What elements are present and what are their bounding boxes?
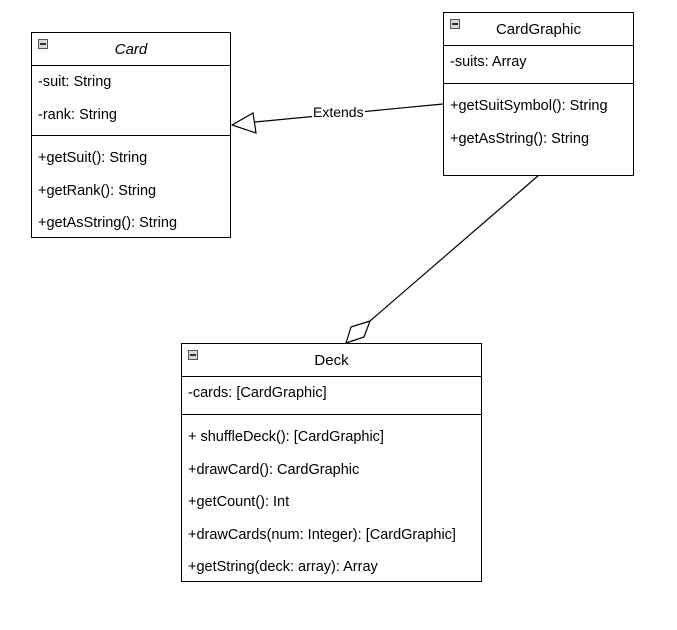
attribute-suit: -suit: String (38, 74, 112, 90)
class-cardgraphic-name: CardGraphic (495, 21, 582, 38)
method-getasstring: +getAsString(): String (450, 130, 590, 147)
class-deck[interactable]: Deck -cards: [CardGraphic] + shuffleDeck… (181, 343, 482, 582)
class-deck-name: Deck (314, 352, 349, 369)
collapse-icon[interactable] (38, 39, 48, 49)
class-cardgraphic-header: CardGraphic (444, 13, 633, 46)
method-drawcard: +drawCard(): CardGraphic (188, 461, 360, 478)
extends-label: Extends (312, 104, 365, 120)
class-deck-header: Deck (182, 344, 481, 377)
method-getsuit: +getSuit(): String (38, 150, 148, 166)
method-getsuitsymbol: +getSuitSymbol(): String (450, 98, 608, 114)
method-getstring: +getString(deck: array): Array (188, 559, 378, 575)
method-getasstring: +getAsString(): String (38, 215, 178, 231)
class-card[interactable]: Card -suit: String -rank: String +getSui… (31, 32, 231, 238)
class-deck-methods: + shuffleDeck(): [CardGraphic] +drawCard… (182, 415, 481, 584)
method-getrank: +getRank(): String (38, 182, 157, 199)
method-shuffledeck: + shuffleDeck(): [CardGraphic] (188, 429, 384, 445)
class-cardgraphic-methods: +getSuitSymbol(): String +getAsString():… (444, 84, 633, 155)
aggregation-line (369, 174, 540, 322)
attribute-cards: -cards: [CardGraphic] (188, 385, 327, 401)
collapse-icon[interactable] (450, 19, 460, 29)
aggregation-diamond (345, 320, 371, 344)
class-card-header: Card (32, 33, 230, 66)
inheritance-arrowhead (230, 112, 257, 134)
method-drawcards: +drawCards(num: Integer): [CardGraphic] (188, 526, 456, 543)
attribute-rank: -rank: String (38, 106, 117, 123)
class-card-name: Card (114, 41, 148, 58)
class-card-methods: +getSuit(): String +getRank(): String +g… (32, 136, 230, 240)
attribute-suits: -suits: Array (450, 54, 527, 70)
class-card-attributes: -suit: String -rank: String (32, 66, 230, 136)
class-cardgraphic-attributes: -suits: Array (444, 46, 633, 84)
class-cardgraphic[interactable]: CardGraphic -suits: Array +getSuitSymbol… (443, 12, 634, 176)
collapse-icon[interactable] (188, 350, 198, 360)
class-deck-attributes: -cards: [CardGraphic] (182, 377, 481, 415)
method-getcount: +getCount(): Int (188, 494, 290, 510)
